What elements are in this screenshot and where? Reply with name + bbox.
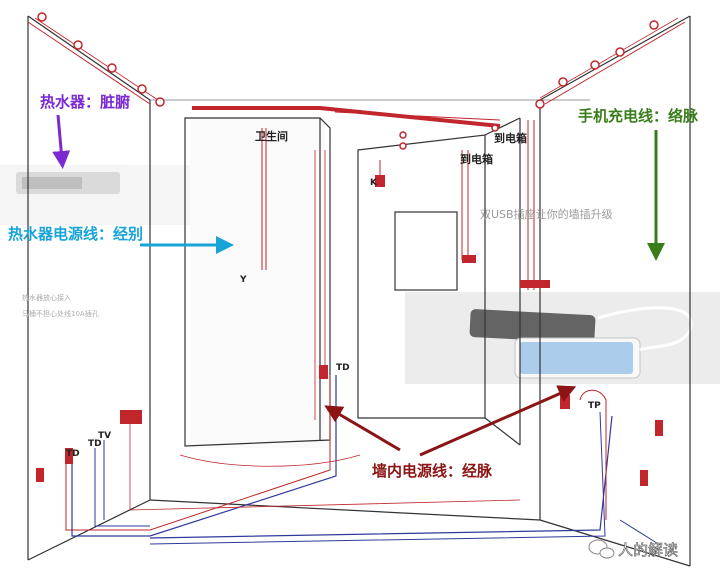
sockets (36, 12, 663, 486)
wiring (27, 17, 686, 546)
arrow-down-icon (52, 114, 71, 169)
switch-label-y: Y (239, 275, 247, 285)
wall-power-annotation: 墙内电源线：经脉 (372, 462, 493, 480)
to-box-label-1: 到电箱 (494, 131, 527, 145)
socket-label-td-center: TD (336, 363, 350, 373)
ceiling-junctions (37, 12, 659, 150)
annotation-arrows (52, 114, 665, 457)
usb-ad-title: 双USB插座让你的墙插升级 (480, 207, 613, 221)
socket-label-td: TD (88, 439, 102, 449)
water-heater-annotation: 热水器：脏腑 (40, 93, 130, 111)
socket-label-tv: TV (98, 431, 111, 441)
phone-charging-photo (405, 292, 720, 384)
socket-label-td: TD (66, 449, 80, 459)
water-heater-power-annotation: 热水器电源线：经别 (8, 225, 143, 243)
watermark: 人的解读 (618, 541, 678, 559)
heater-ad-line-2: 马桶不担心处线10A插孔 (22, 309, 99, 318)
arrow-up-left-icon (324, 405, 401, 452)
switch-label-k: K (370, 178, 378, 188)
heater-ad-line-1: 热水器放心接入 (22, 293, 71, 302)
socket-label-tp: TP (588, 401, 601, 411)
to-box-label-2: 到电箱 (460, 152, 493, 166)
phone-charger-annotation: 手机充电线：络脉 (578, 107, 699, 125)
arrow-up-right-icon (419, 385, 577, 457)
bathroom-label: 卫生间 (255, 129, 288, 143)
water-heater-photo (0, 165, 190, 225)
bathroom-wall-bg (190, 118, 325, 448)
wechat-logo-icon (588, 539, 615, 559)
